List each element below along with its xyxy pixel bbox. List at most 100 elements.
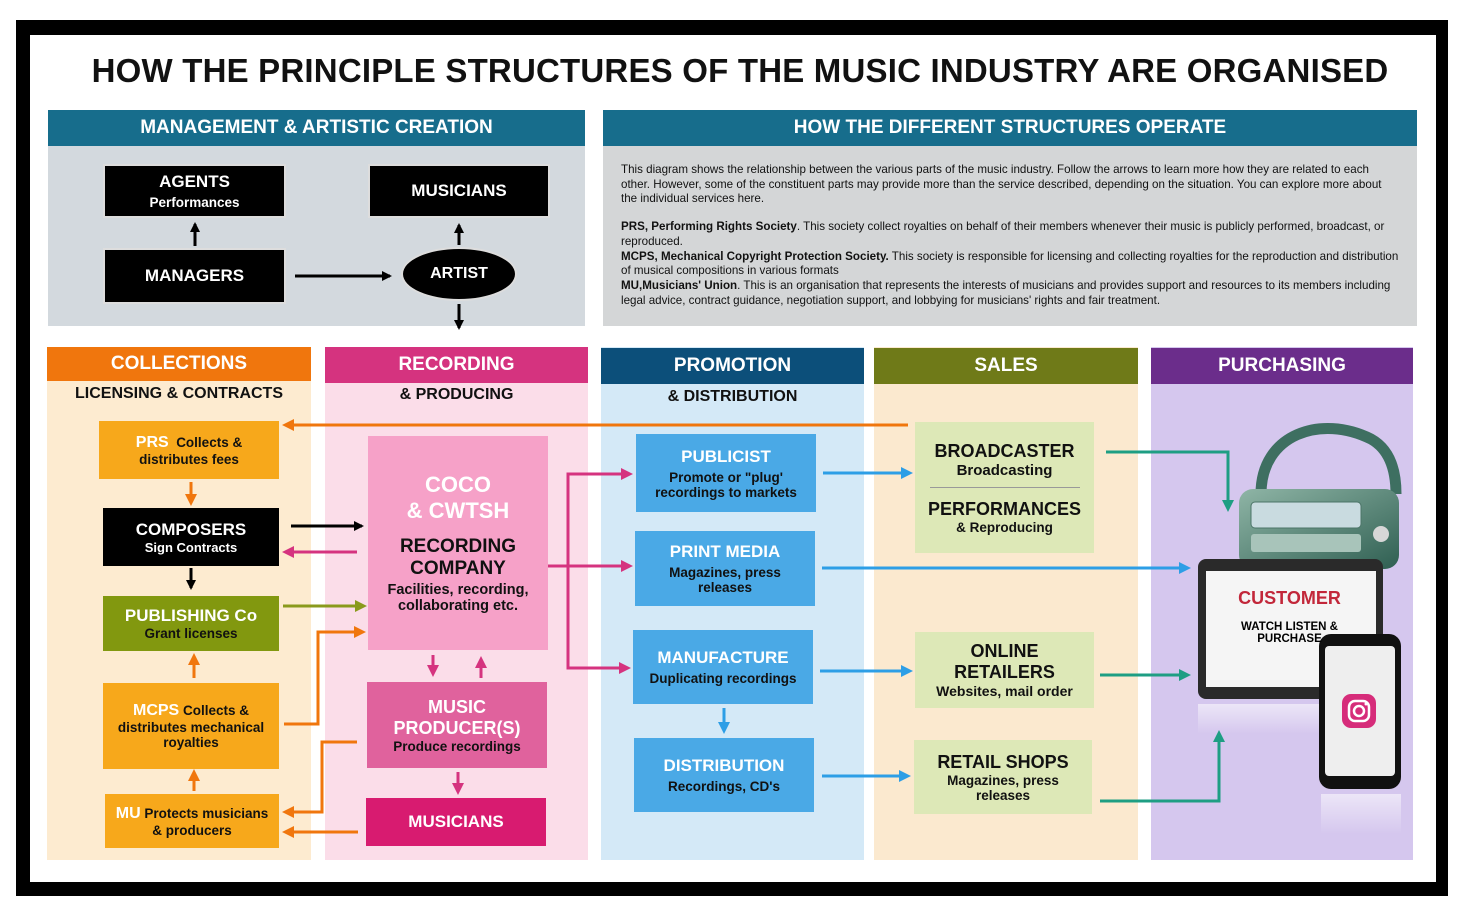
collections-header: COLLECTIONS — [47, 347, 311, 381]
mu-text2: & producers — [152, 822, 232, 838]
publishing-box[interactable]: PUBLISHING Co Grant licenses — [103, 596, 279, 651]
publishing-label: PUBLISHING Co — [124, 606, 258, 625]
arrow-recording-to-publicist — [548, 468, 633, 568]
mu-text1: Protects musicians — [144, 805, 269, 821]
radio-icon — [1239, 422, 1402, 569]
mcps-line1: MCPS Collects & — [133, 702, 249, 720]
prs-line1: PRS Collects & — [136, 434, 242, 452]
mcps-text3: royalties — [163, 735, 219, 750]
distribution-sub: Recordings, CD's — [668, 779, 780, 794]
prs-text: . This society collect royalties on beha… — [621, 220, 1385, 248]
customer-sub1: WATCH LISTEN & — [1241, 621, 1338, 633]
mcps-text2: distributes mechanical — [117, 720, 265, 735]
collections-subheader: LICENSING & CONTRACTS — [75, 385, 283, 402]
mu-line1: MU Protects musicians — [116, 805, 268, 823]
retail-label: RETAIL SHOPS — [937, 751, 1069, 772]
broadcaster-label: BROADCASTER — [934, 440, 1075, 461]
purchasing-illustration — [1198, 422, 1402, 834]
producer-sub: Produce recordings — [393, 738, 521, 754]
manufacture-box[interactable]: MANUFACTURE Duplicating recordings — [633, 630, 813, 704]
sales-header: SALES — [874, 348, 1138, 384]
coco-label: COCO — [425, 472, 491, 497]
management-header: MANAGEMENT & ARTISTIC CREATION — [48, 110, 585, 146]
managers-label: MANAGERS — [144, 266, 245, 285]
customer-label: CUSTOMER — [1238, 588, 1341, 608]
publishing-sub: Grant licenses — [144, 626, 238, 641]
recording-header: RECORDING — [325, 347, 588, 383]
producer-label2: PRODUCER(S) — [393, 717, 521, 738]
performances-sub: & Reproducing — [956, 519, 1053, 535]
arrow-broadcaster-to-radio — [1106, 450, 1234, 512]
agents-box[interactable]: AGENTS Performances — [103, 164, 286, 218]
prs-description: PRS, Performing Rights Society. This soc… — [621, 220, 1399, 249]
mu-text: . This is an organisation that represent… — [621, 278, 1391, 307]
purchasing-header: PURCHASING — [1151, 348, 1413, 384]
online-label1: ONLINE — [970, 641, 1039, 661]
retail-sub2: releases — [975, 787, 1031, 803]
prs-text1: Collects & — [176, 434, 243, 450]
mu-box[interactable]: MU Protects musicians & producers — [105, 794, 279, 848]
prs-text2: distributes fees — [139, 451, 239, 467]
print-label: PRINT MEDIA — [669, 542, 781, 561]
operate-header: HOW THE DIFFERENT STRUCTURES OPERATE — [603, 110, 1417, 146]
mcps-label: MCPS — [132, 702, 180, 719]
prs-term: PRS, Performing Rights Society — [621, 220, 797, 234]
broadcaster-divider — [929, 486, 1080, 488]
operate-intro: This diagram shows the relationship betw… — [621, 163, 1382, 206]
broadcaster-box[interactable]: BROADCASTER Broadcasting PERFORMANCES & … — [915, 422, 1094, 553]
distribution-box[interactable]: DISTRIBUTION Recordings, CD's — [634, 738, 814, 812]
operate-info-panel: This diagram shows the relationship betw… — [603, 146, 1417, 326]
customer-sub2: PURCHASE — [1257, 633, 1322, 645]
arrow-mcps-to-recording — [284, 626, 366, 726]
prs-label: PRS — [135, 433, 169, 451]
musicians-label: MUSICIANS — [411, 181, 507, 200]
recording-company-label1: RECORDING — [399, 536, 517, 557]
online-retailers-box[interactable]: ONLINE RETAILERS Websites, mail order — [915, 632, 1094, 708]
recording-musicians-box[interactable]: MUSICIANS — [366, 798, 546, 846]
distribution-label: DISTRIBUTION — [663, 756, 785, 775]
composers-sub: Sign Contracts — [144, 539, 238, 555]
recording-company-desc2: collaborating etc. — [397, 598, 519, 614]
manufacture-sub: Duplicating recordings — [649, 671, 797, 686]
mu-term: MU,Musicians' Union — [621, 278, 738, 292]
recording-company-label2: COMPANY — [410, 558, 506, 579]
producer-label1: MUSIC — [428, 696, 486, 717]
composers-label: COMPOSERS — [135, 519, 247, 539]
print-sub1: Magazines, press — [669, 565, 781, 580]
arrow-retail-to-customer — [1100, 730, 1225, 803]
mcps-term: MCPS, Mechanical Copyright Protection So… — [621, 249, 889, 263]
music-producer-box[interactable]: MUSIC PRODUCER(S) Produce recordings — [367, 682, 547, 768]
mcps-box[interactable]: MCPS Collects & distributes mechanical r… — [103, 683, 279, 769]
artist-ellipse[interactable]: ARTIST — [401, 247, 517, 301]
mcps-text1: Collects & — [182, 703, 250, 718]
mu-label: MU — [115, 804, 141, 822]
manufacture-label: MANUFACTURE — [657, 648, 789, 667]
page-title: HOW THE PRINCIPLE STRUCTURES OF THE MUSI… — [91, 52, 1389, 89]
performances-label: PERFORMANCES — [927, 498, 1081, 519]
promotion-subheader: & DISTRIBUTION — [667, 388, 798, 405]
publicist-sub1: Promote or "plug' — [669, 469, 783, 485]
recording-company-box[interactable]: COCO & CWTSH RECORDING COMPANY Facilitie… — [368, 436, 548, 650]
musicians-box[interactable]: MUSICIANS — [368, 164, 550, 218]
agents-label: AGENTS — [159, 172, 230, 191]
publicist-sub2: recordings to markets — [655, 484, 797, 500]
composers-box[interactable]: COMPOSERS Sign Contracts — [103, 508, 279, 566]
managers-box[interactable]: MANAGERS — [103, 248, 286, 304]
prs-box[interactable]: PRS Collects & distributes fees — [99, 421, 279, 479]
print-sub2: releases — [697, 580, 753, 595]
recording-subheader: & PRODUCING — [399, 386, 514, 403]
mu-description: MU,Musicians' Union. This is an organisa… — [621, 279, 1399, 308]
cwtsh-label: & CWTSH — [406, 498, 510, 523]
print-media-box[interactable]: PRINT MEDIA Magazines, press releases — [635, 531, 815, 606]
agents-sub: Performances — [149, 195, 240, 210]
recording-company-desc1: Facilities, recording, — [387, 582, 529, 598]
publicist-box[interactable]: PUBLICIST Promote or "plug' recordings t… — [636, 434, 816, 512]
customer-panel: CUSTOMER WATCH LISTEN & PURCHASE — [1207, 588, 1372, 645]
mcps-text: This society is responsible for licensin… — [621, 249, 1399, 278]
mcps-description: MCPS, Mechanical Copyright Protection So… — [621, 250, 1399, 279]
online-label2: RETAILERS — [954, 662, 1055, 682]
retail-shops-box[interactable]: RETAIL SHOPS Magazines, press releases — [914, 740, 1092, 814]
online-sub: Websites, mail order — [936, 683, 1073, 699]
arrow-producer-to-mu — [282, 740, 357, 818]
